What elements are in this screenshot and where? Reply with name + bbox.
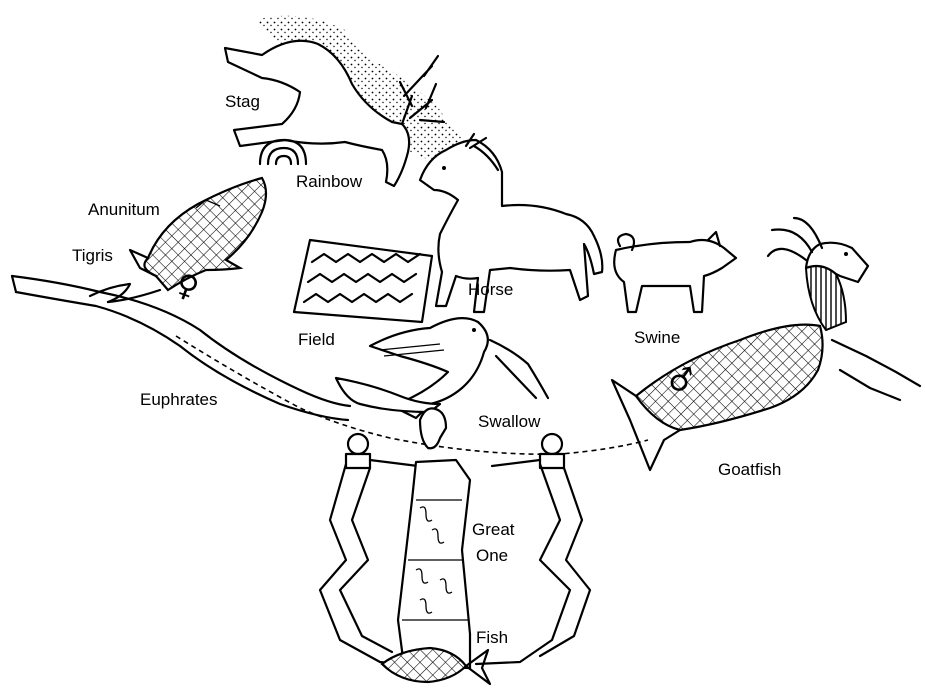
swallow-figure — [336, 318, 548, 418]
label-fish: Fish — [476, 628, 508, 648]
label-great-one-line2: One — [476, 546, 508, 566]
label-great-one-line1: Great — [472, 520, 515, 540]
label-field: Field — [298, 330, 335, 350]
rainbow-glyph — [260, 140, 306, 164]
label-euphrates: Euphrates — [140, 390, 218, 410]
label-tigris: Tigris — [72, 246, 113, 266]
label-swallow: Swallow — [478, 412, 540, 432]
label-goatfish: Goatfish — [718, 460, 781, 480]
label-stag: Stag — [225, 92, 260, 112]
bottom-fish-figure — [382, 648, 490, 684]
field-figure — [294, 240, 432, 322]
label-anunitum: Anunitum — [88, 200, 160, 220]
swine-figure — [614, 232, 736, 312]
label-rainbow: Rainbow — [296, 172, 362, 192]
label-horse: Horse — [468, 280, 513, 300]
label-swine: Swine — [634, 328, 680, 348]
male-symbol: ♂ — [666, 364, 698, 398]
great-one-figure — [320, 408, 590, 668]
